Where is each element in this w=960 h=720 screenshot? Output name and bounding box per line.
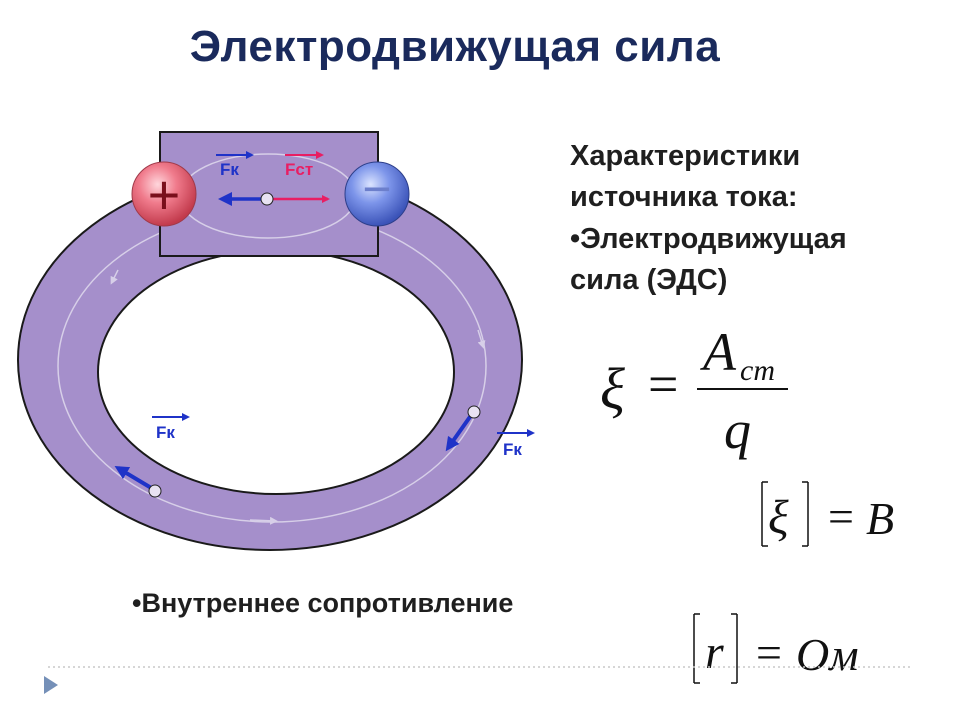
label-fk-left: Fк [156,423,175,442]
minus-sign: − [362,161,391,217]
charge-source [260,192,274,206]
unit-emf-equals: = [828,491,854,542]
charge-right [467,405,481,419]
formula-numerator-a: A [700,322,737,382]
characteristics-heading-line1: Характеристики [570,140,801,172]
formula-numerator-sub: ст [740,354,775,387]
flow-arrow [110,269,119,285]
formula-xi: ξ [600,356,625,421]
plus-terminal [131,161,197,227]
unit-volt: B [866,493,894,544]
unit-ohm: Ом [796,629,859,680]
fk-force-arrow-right [445,412,474,452]
fk-force-arrow-left [114,465,155,491]
formula-equals: = [648,354,678,414]
emf-bullet-item: •Электродвижущая [570,219,950,260]
label-fk-right: Fк [503,440,522,459]
page-title: Электродвижущая сила [189,22,721,71]
unit-r-equals: = [756,627,782,678]
emf-label-line1: Электродвижущая [580,222,847,255]
unit-xi: ξ [768,491,789,544]
label-fk-top: Fк [220,160,239,179]
label-fst: Fст [285,160,313,179]
bullet: • [132,588,142,618]
flow-arrow [249,516,278,525]
formula-denominator: q [724,400,751,460]
charge-left [148,484,162,498]
minus-terminal [344,161,410,227]
bullet: • [570,222,581,255]
slide-nav-triangle-icon[interactable] [44,676,58,694]
internal-resistance-label: Внутреннее сопротивление [141,588,514,618]
plus-sign: + [148,163,181,226]
unit-r: r [705,626,724,679]
source-characteristics: Характеристики источника тока: •Электрод… [570,136,950,302]
flow-arrow [477,329,486,349]
emf-label-line2: сила (ЭДС) [570,264,728,297]
characteristics-heading-line2: источника тока: [570,181,798,214]
internal-resistance-item: •Внутреннее сопротивление [132,588,513,619]
